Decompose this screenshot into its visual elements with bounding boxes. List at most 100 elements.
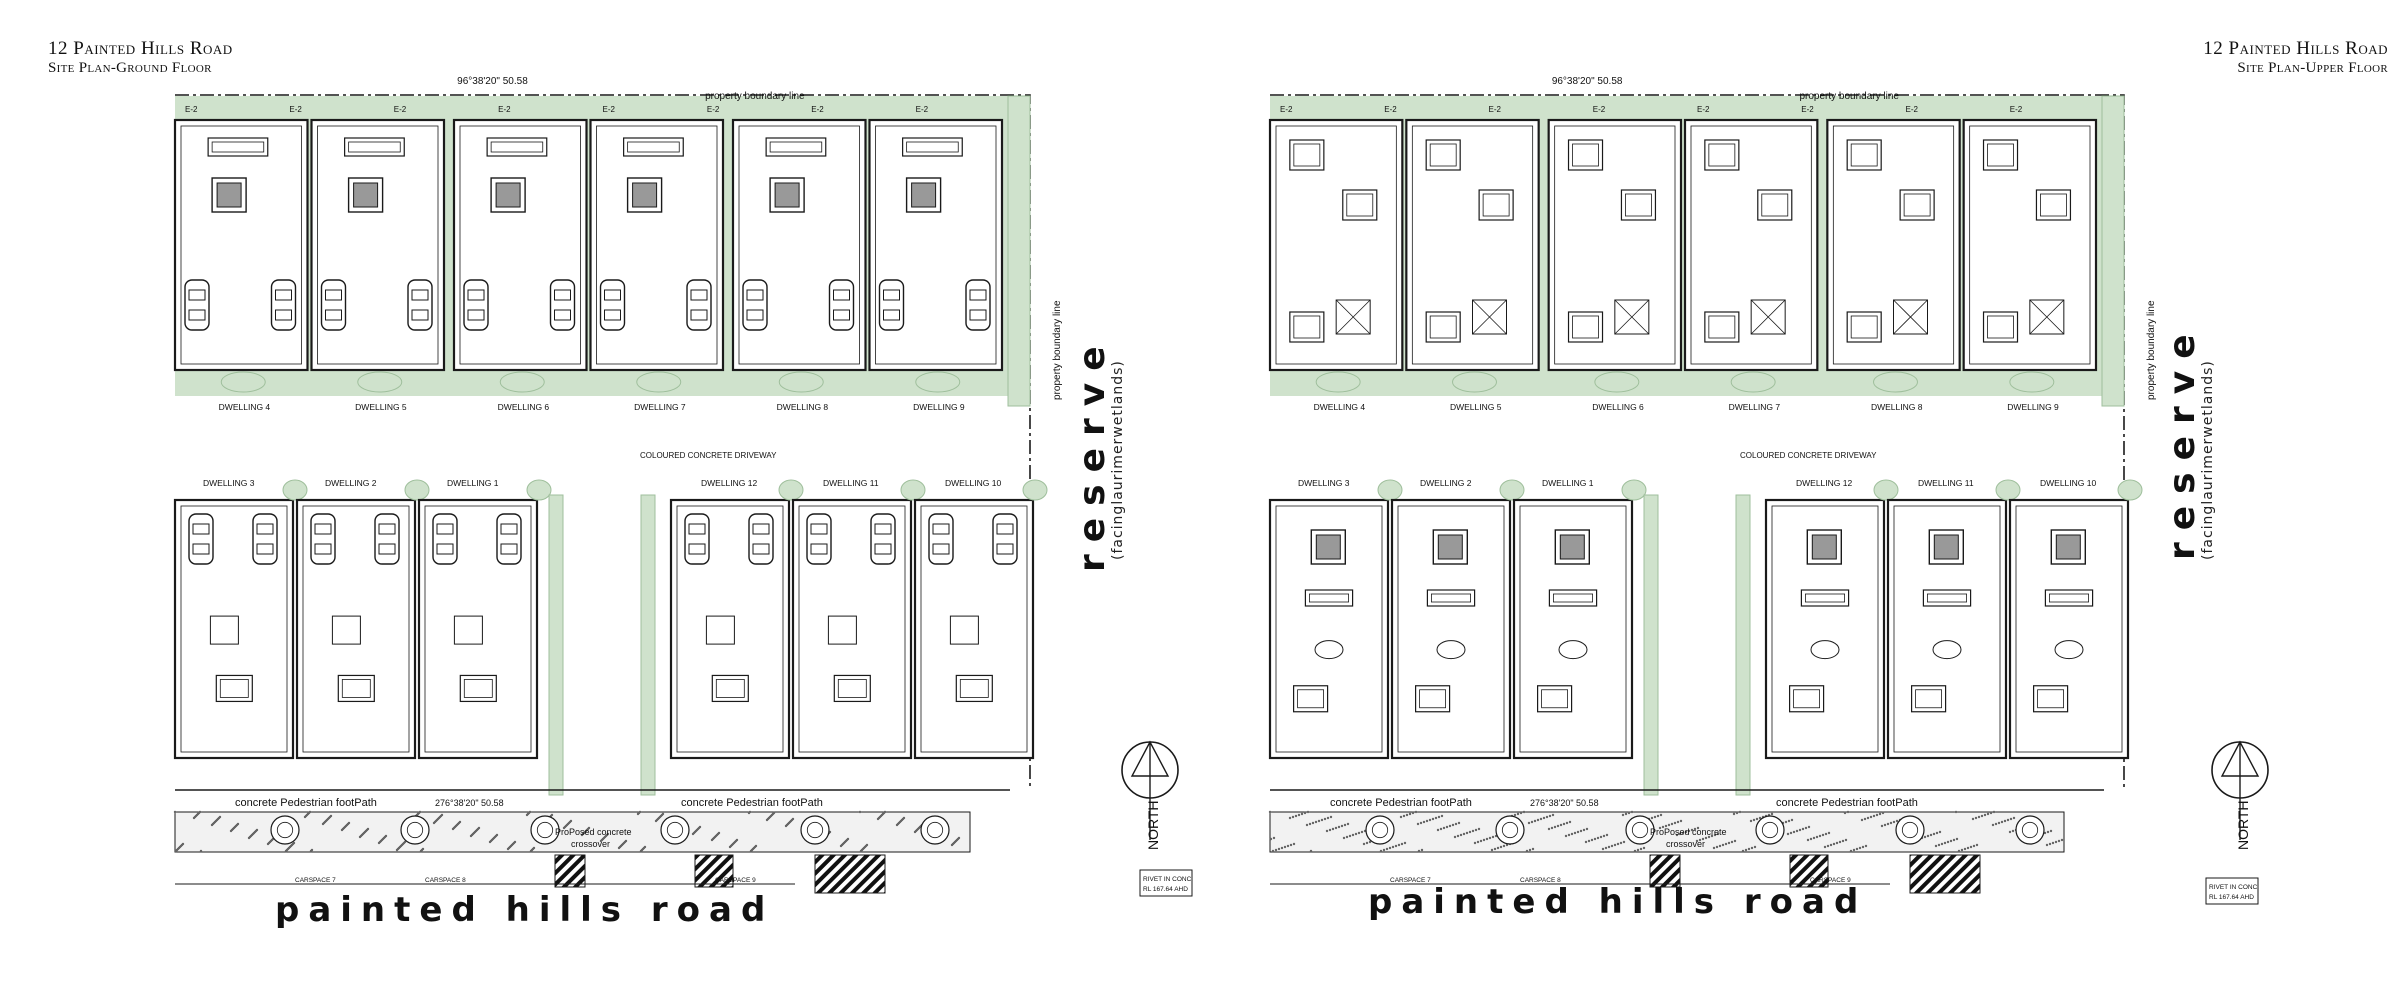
- gravel-dot: [1701, 837, 1705, 841]
- rug-pattern: [632, 182, 658, 208]
- gravel-dot: [1286, 844, 1290, 848]
- gravel-dot: [1576, 830, 1580, 834]
- furniture-block: [1548, 589, 1598, 607]
- gravel-dot: [1610, 844, 1614, 848]
- gravel-dot: [1527, 821, 1531, 825]
- bearing-label: 276°38'20" 50.58: [435, 798, 504, 808]
- furniture-block: [1899, 189, 1935, 221]
- hatched-crossover: [814, 854, 886, 894]
- tree-canopy: [1371, 821, 1389, 839]
- gravel-dot: [1485, 837, 1489, 841]
- reserve-subtitle: (facinglaurimerwetlands): [1110, 360, 1126, 560]
- gravel-dot: [1482, 838, 1486, 842]
- landscape-bed: [1730, 371, 1776, 393]
- crossover-label: crossover: [1666, 839, 1705, 849]
- gravel-dot: [1675, 833, 1679, 837]
- gravel-dot: [1809, 837, 1813, 841]
- driveway-label: COLOURED CONCRETE DRIVEWAY: [1740, 451, 1877, 460]
- gravel-dot: [1818, 834, 1822, 838]
- carspace-label: CARSPACE 9: [715, 877, 756, 884]
- gravel-dot: [421, 847, 425, 851]
- gravel-dot: [1405, 813, 1409, 817]
- gravel-dot: [1679, 819, 1683, 823]
- gravel-dot: [1348, 834, 1352, 838]
- landscape-bed: [499, 371, 545, 393]
- furniture-inner: [1708, 143, 1736, 167]
- dwelling-label: DWELLING 8: [777, 402, 829, 412]
- gravel-dot: [1442, 826, 1446, 830]
- gravel-dot: [1681, 831, 1685, 835]
- sheet-title: 12 Painted Hills Road Site Plan-Ground F…: [48, 38, 233, 77]
- bathroom-icon: [827, 615, 857, 645]
- road-label: painted hills road: [1368, 882, 1868, 922]
- gravel-dot: [403, 840, 407, 844]
- tree-icon: [1755, 815, 1785, 845]
- gravel-dot: [1397, 843, 1401, 847]
- gravel-dot: [1852, 848, 1856, 852]
- car-icon: [828, 279, 855, 331]
- gravel-dot: [1744, 848, 1748, 852]
- gravel-dot: [1601, 847, 1605, 851]
- gravel-dot: [1974, 816, 1978, 820]
- dwelling-inner-wall: [1771, 505, 1879, 753]
- bearing-label: 96°38'20" 50.58: [457, 76, 528, 87]
- gravel-dot: [1835, 841, 1839, 845]
- gravel-dot: [1613, 843, 1617, 847]
- gravel-dot: [2051, 841, 2055, 845]
- furniture-block: [1478, 189, 1514, 221]
- bathroom-icon: [705, 615, 735, 645]
- gravel-dot: [1787, 819, 1791, 823]
- gravel-dot: [1838, 840, 1842, 844]
- gravel-dot: [2049, 829, 2053, 833]
- gravel-dot: [1459, 833, 1463, 837]
- furniture-inner: [348, 141, 401, 153]
- dwelling-inner-wall: [1397, 505, 1505, 753]
- gravel-dot: [1453, 835, 1457, 839]
- gravel-dot: [1599, 835, 1603, 839]
- footpath-label: concrete Pedestrian footPath: [1776, 797, 1918, 809]
- bathroom-cross: [1750, 299, 1786, 335]
- north-label: NORTH: [2235, 800, 2251, 850]
- furniture-block: [1846, 139, 1882, 171]
- rug-pattern: [353, 182, 379, 208]
- gravel-dot: [513, 840, 517, 844]
- gravel-dot: [1616, 842, 1620, 846]
- bath-icon: [2054, 640, 2084, 660]
- gravel-dot: [1633, 849, 1637, 853]
- landscape-bed: [1315, 371, 1361, 393]
- furniture-block: [765, 137, 827, 157]
- gravel-dot: [1516, 812, 1520, 816]
- gravel-dot: [1357, 831, 1361, 835]
- car-icon: [549, 279, 576, 331]
- landscape-bed: [526, 479, 552, 501]
- property-boundary: [1270, 94, 2125, 790]
- gravel-dot: [1986, 812, 1990, 816]
- gravel-dot: [2006, 818, 2010, 822]
- landscape-bed: [282, 479, 308, 501]
- gravel-dot: [1533, 819, 1537, 823]
- dwelling-inner-wall: [875, 125, 997, 365]
- gravel-dot: [1622, 840, 1626, 844]
- footpath-label: concrete Pedestrian footPath: [681, 797, 823, 809]
- gravel-dot: [735, 838, 739, 842]
- rivet-label: RIVET IN CONC.: [2209, 884, 2259, 891]
- landscape-bed: [900, 479, 926, 501]
- gravel-dot: [1490, 848, 1494, 852]
- dwelling-unit: [589, 118, 725, 372]
- gravel-dot: [1880, 824, 1884, 828]
- gravel-dot: [1989, 811, 1993, 815]
- gravel-dot: [1539, 817, 1543, 821]
- gravel-dot: [1994, 822, 1998, 826]
- dwelling-inner-wall: [798, 505, 906, 753]
- gravel-dot: [1886, 822, 1890, 826]
- gravel-dot: [1559, 823, 1563, 827]
- gravel-dot: [1579, 829, 1583, 833]
- furniture-inner: [463, 679, 493, 698]
- site-plan-upper-floor: 12 Painted Hills Road Site Plan-Upper Fl…: [1200, 0, 2400, 982]
- gravel-dot: [865, 843, 869, 847]
- gravel-dot: [1582, 828, 1586, 832]
- dwelling-inner-wall: [180, 505, 288, 753]
- footpath-label: concrete Pedestrian footPath: [235, 797, 377, 809]
- gravel-dot: [1587, 839, 1591, 843]
- gravel-dot: [1658, 826, 1662, 830]
